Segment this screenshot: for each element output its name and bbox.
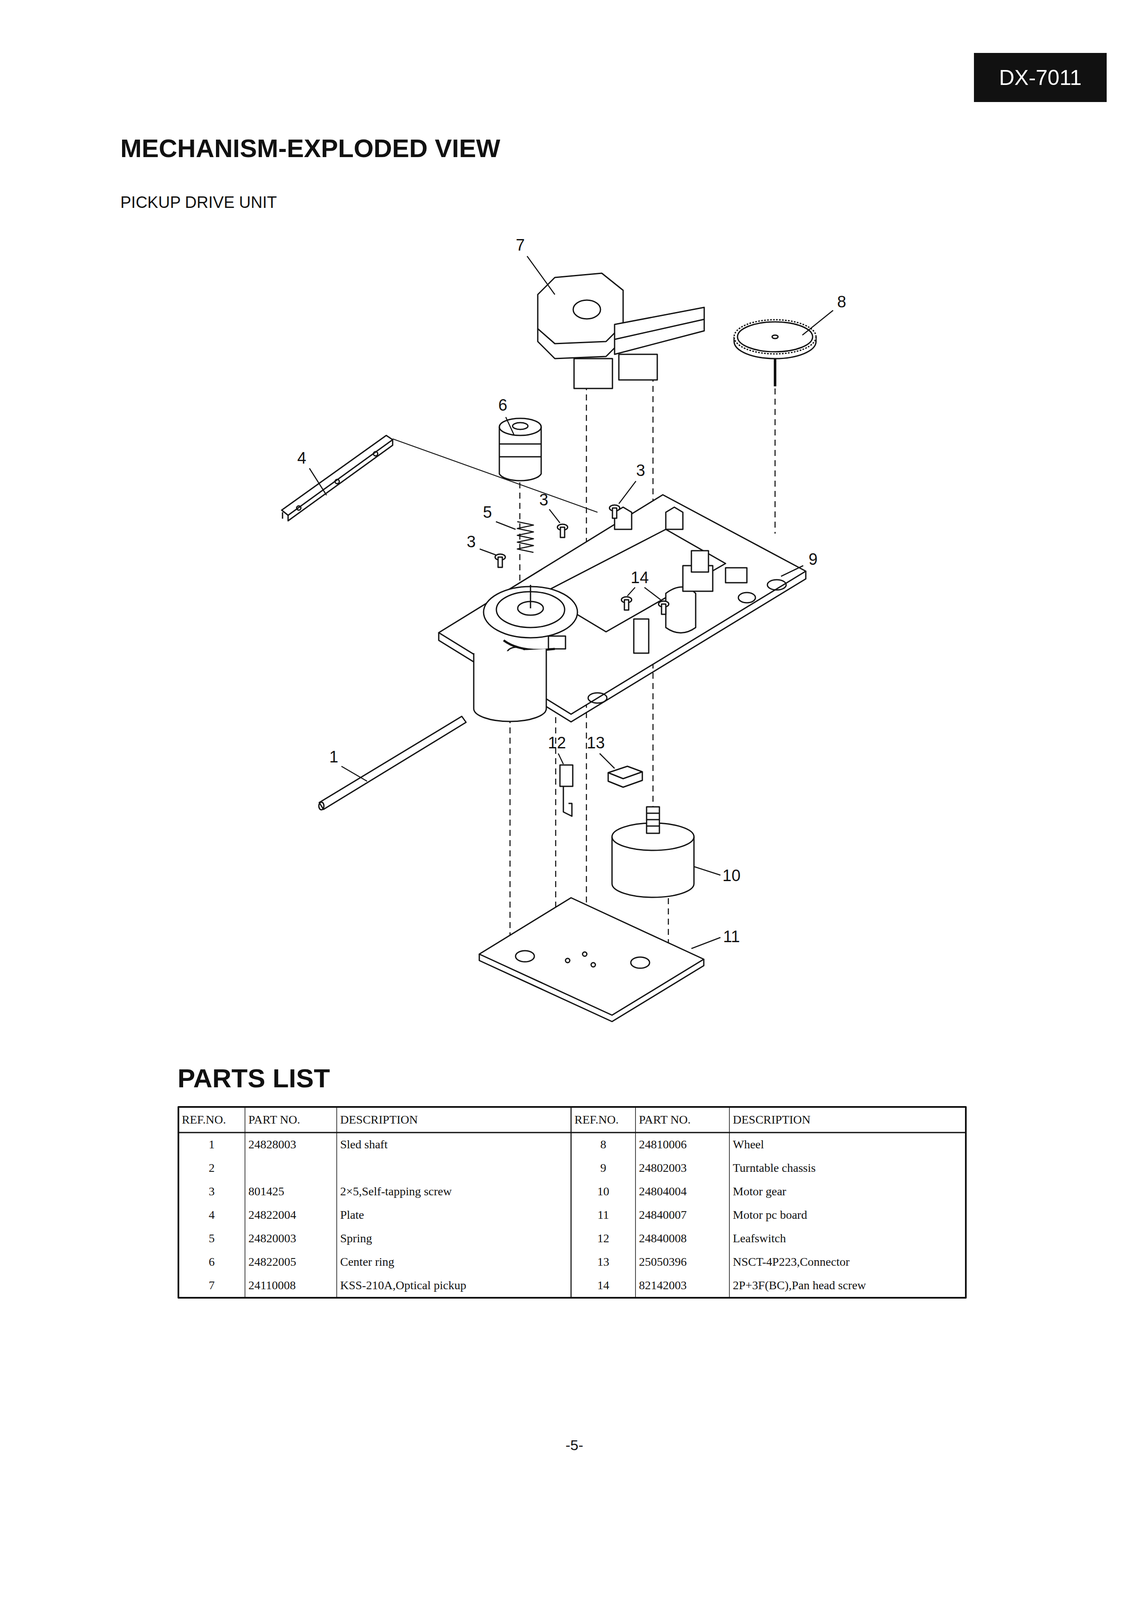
- callout-number: 3: [539, 491, 549, 508]
- table-cell: 4: [208, 1208, 215, 1221]
- table-cell: Sled shaft: [340, 1138, 388, 1151]
- table-cell: 2P+3F(BC),Pan head screw: [732, 1279, 866, 1292]
- callout-number: 6: [498, 396, 508, 414]
- table-cell: 24840008: [638, 1232, 687, 1245]
- center-ring: [499, 418, 542, 481]
- table-header: REF.NO.: [574, 1113, 619, 1126]
- callout-number: 1: [329, 748, 339, 765]
- table-cell: 2×5,Self-tapping screw: [340, 1185, 452, 1198]
- table-cell: 24828003: [248, 1138, 297, 1151]
- table-cell: Motor gear: [732, 1185, 787, 1198]
- table-header: PART NO.: [638, 1113, 691, 1126]
- table-cell: Spring: [340, 1232, 373, 1245]
- table-cell: 10: [597, 1185, 610, 1198]
- table-cell: 13: [597, 1255, 610, 1268]
- optical-pickup: [537, 273, 705, 389]
- table-cell: Leafswitch: [732, 1232, 786, 1245]
- table-cell: 24822005: [248, 1255, 297, 1268]
- callout-number: 8: [836, 293, 846, 310]
- table-cell: 7: [208, 1279, 215, 1292]
- model-number: DX-7011: [999, 67, 1082, 89]
- table-cell: 14: [597, 1279, 610, 1292]
- table-cell: 24820003: [248, 1232, 297, 1245]
- section-title: PARTS LIST: [177, 1064, 330, 1092]
- turntable-chassis: [438, 494, 806, 722]
- spindle-motor: [473, 648, 547, 722]
- spring: [517, 521, 534, 553]
- sled-motor: [612, 806, 694, 898]
- plate: [281, 435, 598, 521]
- table-header: REF.NO.: [181, 1113, 227, 1126]
- table-cell: Plate: [340, 1208, 365, 1221]
- table-header: DESCRIPTION: [732, 1113, 811, 1126]
- callout-number: 14: [630, 569, 649, 586]
- table-cell: KSS-210A,Optical pickup: [340, 1279, 467, 1292]
- leader-line: [309, 256, 834, 949]
- callout-number: 5: [482, 504, 492, 521]
- table-cell: NSCT-4P223,Connector: [732, 1255, 850, 1268]
- wheel: [734, 319, 817, 387]
- table-header: DESCRIPTION: [340, 1113, 418, 1126]
- connector: [608, 766, 643, 788]
- callout-number: 13: [586, 734, 605, 751]
- table-cell: 24822004: [248, 1208, 297, 1221]
- table-cell: 2: [208, 1161, 215, 1174]
- table-cell: Center ring: [340, 1255, 395, 1268]
- table-cell: 24802003: [638, 1161, 687, 1174]
- table-cell: 24804004: [638, 1185, 687, 1198]
- table-cell: 1: [208, 1138, 215, 1151]
- table-cell: Wheel: [732, 1138, 764, 1151]
- callout-number: 11: [722, 928, 740, 945]
- callout-number: 3: [466, 533, 476, 550]
- page-number: -5-: [565, 1437, 584, 1452]
- table-cell: 24810006: [638, 1138, 687, 1151]
- table-cell: 82142003: [638, 1279, 687, 1292]
- callout-number: 12: [548, 734, 566, 751]
- table-cell: 24110008: [248, 1279, 296, 1292]
- callout-number: 10: [722, 867, 741, 884]
- table-cell: 6: [208, 1255, 215, 1268]
- callout-number: 9: [808, 550, 818, 568]
- motor-pc-board: [479, 897, 704, 1022]
- table-cell: 12: [597, 1232, 610, 1245]
- callout-number: 4: [297, 449, 307, 467]
- header-tab: DX-7011: [973, 52, 1107, 103]
- table-cell: 25050396: [638, 1255, 687, 1268]
- table-cell: 9: [600, 1161, 607, 1174]
- table-grid: [178, 1106, 966, 1298]
- table-cell: Turntable chassis: [732, 1161, 816, 1174]
- table-cell: 801425: [248, 1185, 285, 1198]
- leaf-switch: [559, 764, 573, 817]
- page-title: MECHANISM-EXPLODED VIEW: [120, 135, 501, 162]
- table-cell: Motor pc board: [732, 1208, 808, 1221]
- sled-shaft: [318, 716, 467, 810]
- callout-number: 7: [515, 236, 525, 254]
- table-cell: 3: [208, 1185, 215, 1198]
- table-cell: 24840007: [638, 1208, 687, 1221]
- table-cell: 8: [600, 1138, 607, 1151]
- screw: [495, 504, 669, 615]
- section-heading: PICKUP DRIVE UNIT: [120, 194, 277, 211]
- table-cell: 11: [597, 1208, 610, 1221]
- table-cell: 5: [208, 1232, 215, 1245]
- callout-number: 3: [635, 462, 645, 479]
- table-header: PART NO.: [248, 1113, 301, 1126]
